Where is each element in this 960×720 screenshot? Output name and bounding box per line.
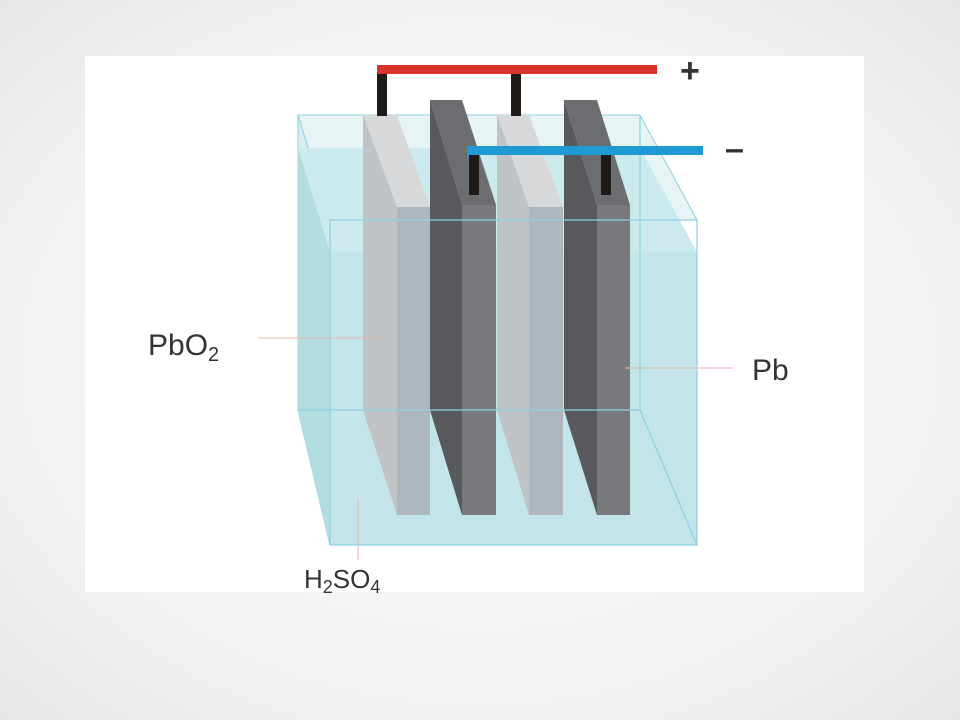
- minus-sign: –: [725, 130, 744, 168]
- h2so4-label-h: H: [304, 564, 323, 594]
- h2so4-label-sub1: 2: [323, 577, 333, 597]
- h2so4-label-sub2: 4: [370, 577, 380, 597]
- h2so4-label-so: SO: [333, 564, 371, 594]
- negative-terminal-1: [469, 155, 479, 195]
- plate-pbo2-2: [497, 115, 563, 515]
- pbo2-label-sub: 2: [208, 344, 219, 366]
- negative-terminal-2: [601, 155, 611, 195]
- plate-pbo2-1: [363, 115, 430, 515]
- pb-label: Pb: [752, 354, 789, 387]
- positive-terminal-1: [377, 74, 387, 116]
- negative-bus-drop-left: [467, 146, 476, 158]
- h2so4-label: H2SO4: [304, 564, 380, 597]
- positive-bus-bar: [377, 65, 657, 74]
- positive-terminal-2: [511, 74, 521, 116]
- pbo2-label-main: PbO: [148, 329, 208, 362]
- plate-pb-1: [430, 100, 496, 515]
- container-front: [298, 115, 698, 546]
- plus-sign: +: [680, 52, 700, 90]
- negative-bus-bar: [467, 146, 703, 155]
- pbo2-label: PbO2: [148, 329, 219, 366]
